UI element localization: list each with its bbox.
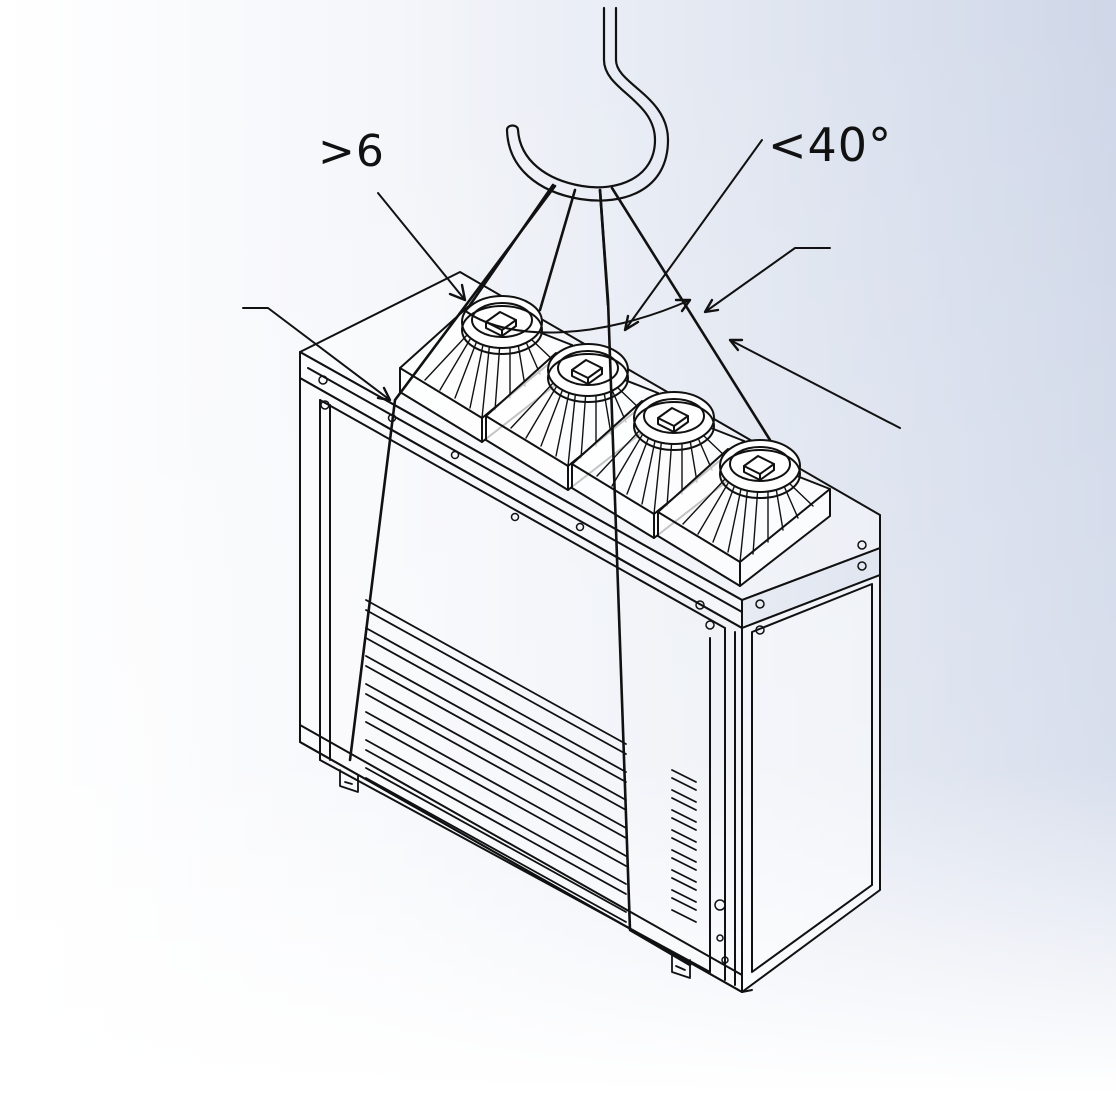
fan-part: [657, 415, 689, 433]
fan-part: [485, 415, 569, 467]
fan-part: [682, 477, 814, 563]
fan-part: [510, 381, 642, 467]
fan-part: [657, 511, 741, 563]
front-grille: [365, 599, 627, 923]
clearance-label: >6: [318, 126, 385, 177]
fan-unit: [399, 295, 573, 443]
fan-unit: [485, 343, 659, 491]
fan-part: [643, 398, 705, 434]
fan-part: [719, 449, 801, 499]
fan-part: [729, 446, 791, 482]
side-panel: [741, 574, 881, 993]
fan-part: [571, 367, 603, 385]
fan-unit: [657, 439, 831, 587]
lifting-hook: [505, 6, 670, 202]
fan-array: [399, 295, 831, 587]
dimension-leaders: [242, 139, 901, 429]
fan-part: [743, 463, 775, 481]
mounting-feet: [339, 769, 691, 979]
sling-angle-label: <40°: [768, 118, 893, 172]
lifting-slings: [348, 183, 772, 967]
fan-part: [471, 302, 533, 338]
fan-part: [485, 319, 517, 337]
fan-part: [557, 350, 619, 386]
fan-part: [424, 333, 556, 419]
side-vents: [671, 769, 697, 923]
fan-part: [633, 401, 715, 451]
fan-part: [461, 305, 543, 355]
fan-part: [547, 353, 629, 403]
fan-part: [596, 429, 728, 515]
panel-screws: [318, 375, 867, 964]
fan-part: [571, 463, 655, 515]
